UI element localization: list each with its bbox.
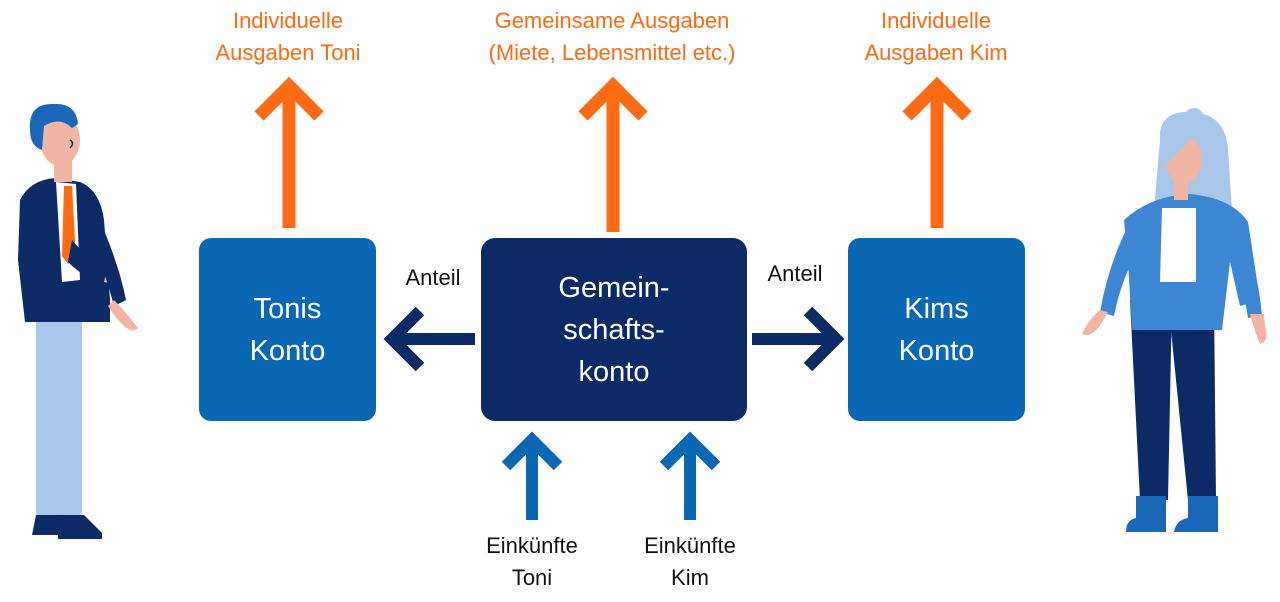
expense-label-joint-line1: Gemeinsame Ausgaben (494, 8, 730, 33)
man-figure-icon (18, 103, 138, 539)
expense-label-joint-line2: (Miete, Lebensmittel etc.) (488, 40, 736, 65)
account-box-toni-line2: Konto (249, 334, 326, 367)
expense-arrow-joint (578, 76, 648, 232)
expense-arrow-toni (254, 76, 324, 228)
expense-label-toni-line2: Ausgaben Toni (215, 40, 361, 65)
expense-label-toni-line1: Individuelle (232, 8, 344, 33)
account-box-toni: Tonis Konto (199, 238, 376, 421)
income-label-kim-line1: Einkünfte (644, 533, 736, 558)
expense-label-toni: Individuelle Ausgaben Toni (188, 5, 388, 69)
share-arrow-left (383, 306, 475, 372)
income-arrow-kim (659, 431, 721, 520)
share-label-left: Anteil (405, 265, 461, 290)
expense-label-kim-line2: Ausgaben Kim (864, 40, 1008, 65)
income-arrow-toni (501, 431, 563, 520)
income-label-toni-line2: Toni (511, 565, 553, 590)
income-label-toni-line1: Einkünfte (486, 533, 578, 558)
expense-label-kim: Individuelle Ausgaben Kim (836, 5, 1036, 69)
expense-label-joint: Gemeinsame Ausgaben (Miete, Lebensmittel… (452, 5, 772, 69)
account-box-kim-line2: Konto (898, 334, 975, 367)
account-box-toni-line1: Tonis (253, 292, 322, 325)
account-box-joint: Gemein- schafts- konto (481, 238, 747, 421)
account-box-joint-line3: konto (578, 355, 650, 388)
share-arrow-right (752, 306, 845, 372)
income-label-toni: Einkünfte Toni (462, 530, 602, 594)
income-label-kim: Einkünfte Kim (620, 530, 760, 594)
account-box-joint-line2: schafts- (563, 313, 665, 346)
income-label-kim-line2: Kim (671, 565, 709, 590)
expense-arrow-kim (902, 76, 972, 228)
expense-label-kim-line1: Individuelle (880, 8, 992, 33)
share-label-right: Anteil (767, 261, 823, 286)
account-box-kim-line1: Kims (904, 292, 969, 325)
account-box-kim: Kims Konto (848, 238, 1025, 421)
woman-figure-icon (1082, 108, 1267, 532)
account-box-joint-line1: Gemein- (558, 271, 670, 304)
